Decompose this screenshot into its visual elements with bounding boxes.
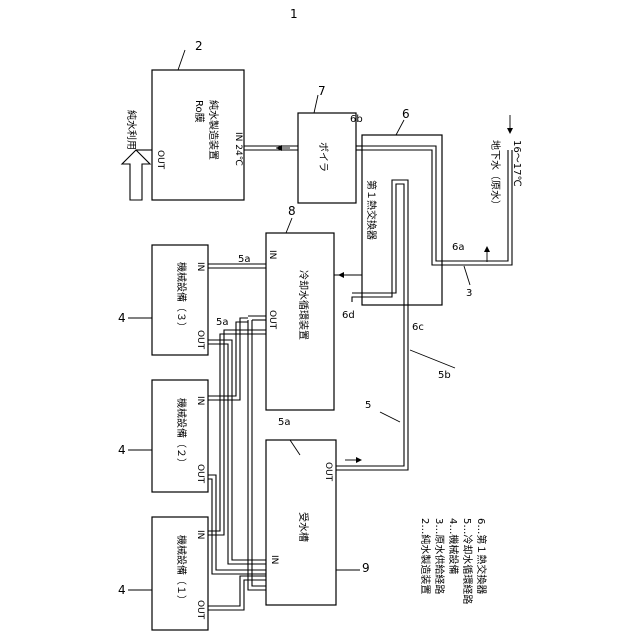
ref-6d: 6d — [342, 310, 355, 321]
machine-3-out: OUT — [195, 330, 205, 350]
ref-6a: 6a — [452, 242, 465, 253]
system-ref: 1 — [290, 7, 298, 21]
cooling-device-ref: 8 — [288, 204, 296, 218]
groundwater-label: 地下水（原水） — [489, 140, 502, 210]
boiler-ref: 7 — [318, 84, 326, 98]
return-pipe — [336, 305, 408, 470]
ref-5a-low: 5a — [278, 417, 291, 428]
machine-2-in: IN — [195, 396, 205, 405]
distribution-pipes — [208, 264, 266, 610]
heat-exchanger-ref: 6 — [402, 107, 410, 121]
tank-in: IN — [269, 555, 279, 564]
legend-item: 2…純水製造装置 — [419, 518, 432, 594]
machine-2-label: 機械設備（２） — [175, 398, 188, 468]
machine-3-ref: 4 — [118, 311, 126, 325]
ref-5a-top: 5a — [238, 254, 251, 265]
ref-5: 5 — [365, 400, 371, 411]
legend-item: 5…冷却水循環経路 — [461, 518, 474, 604]
tank-label: 受水槽 — [297, 512, 310, 542]
ro-in-label: IN 24℃ — [233, 132, 243, 166]
legend: 2…純水製造装置 3…原水供給経路 4…機械設備 5…冷却水循環経路 6…第１熱… — [419, 518, 488, 604]
tank-out: OUT — [323, 462, 333, 482]
groundwater-temp: 16～17℃ — [511, 140, 522, 187]
heat-exchanger-label: 第１熱交換器 — [365, 180, 378, 240]
cooling-device-in: IN — [267, 250, 277, 259]
machine-1-label: 機械設備（１） — [175, 535, 188, 605]
legend-item: 6…第１熱交換器 — [475, 518, 488, 594]
ro-unit-line1: Ro膜 — [193, 100, 205, 123]
ro-out-label: OUT — [155, 150, 165, 170]
ref-5b: 5b — [438, 370, 451, 381]
machine-3-label: 機械設備（３） — [175, 262, 188, 332]
hx-to-boiler-pipe — [356, 146, 362, 150]
boiler-label: ボイラ — [317, 142, 329, 172]
ref-3: 3 — [466, 288, 472, 299]
legend-item: 3…原水供給経路 — [433, 518, 446, 594]
ro-unit-line2: 純水製造装置 — [207, 100, 220, 160]
pure-water-out-arrow — [122, 150, 150, 200]
cooling-device-out: OUT — [267, 310, 277, 330]
ref-5a-mid: 5a — [216, 317, 229, 328]
ref-6c: 6c — [412, 322, 424, 333]
ro-unit-ref: 2 — [195, 39, 203, 53]
legend-item: 4…機械設備 — [447, 518, 460, 574]
machine-1-ref: 4 — [118, 583, 126, 597]
pure-water-use-label: 純水利用 — [125, 110, 138, 150]
ro-unit-box — [152, 70, 244, 200]
machine-1-in: IN — [195, 530, 205, 539]
machine-2-ref: 4 — [118, 443, 126, 457]
machine-1-out: OUT — [195, 600, 205, 620]
cooling-device-label: 冷却水循環装置 — [297, 270, 310, 340]
ref-6b: 6b — [350, 114, 363, 125]
machine-3-in: IN — [195, 262, 205, 271]
tank-ref: 9 — [362, 561, 370, 575]
machine-2-out: OUT — [195, 464, 205, 484]
